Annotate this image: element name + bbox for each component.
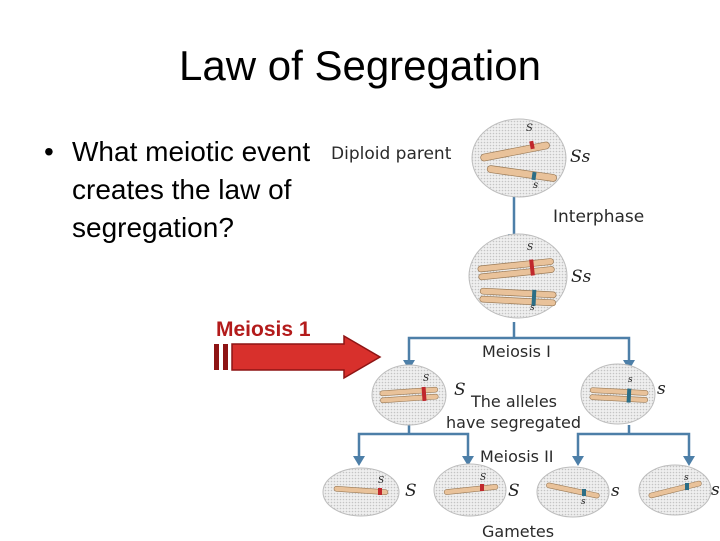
meiosis1-cell-right (580, 363, 656, 425)
stage-label-interphase: Interphase (553, 207, 645, 227)
stage-label-meiosis1: Meiosis I (482, 342, 551, 361)
answer-label: Meiosis 1 (216, 318, 311, 341)
allele-mark-gamete-4: s (684, 473, 689, 483)
stage-label-diploid-parent: Diploid parent (331, 144, 452, 164)
arrow-body (231, 334, 382, 380)
parent-cell (471, 118, 567, 198)
allele-mark-m1-right: s (628, 375, 633, 385)
question-text: What meiotic event creates the law of se… (72, 136, 311, 243)
allele-mark-gamete-3: s (581, 497, 586, 507)
allele-mark-gamete-1: S (378, 476, 385, 486)
slide-title: Law of Segregation (179, 42, 541, 89)
gamete-cell-2 (433, 463, 507, 517)
recessive-allele-band (531, 171, 537, 181)
genotype-interphase: Ss (571, 267, 592, 287)
dominant-allele-band (529, 140, 535, 150)
gamete-cell-1 (322, 467, 400, 517)
allele-mark-parent-top: S (526, 123, 533, 134)
allele-mark-m1-left: S (423, 374, 430, 384)
genotype-meiosis1-right: s (657, 379, 666, 399)
allele-mark-parent-bottom: s (533, 180, 539, 191)
genotype-gamete-3: s (611, 481, 620, 501)
bullet-marker: • (44, 136, 54, 167)
stage-label-meiosis2: Meiosis II (480, 447, 554, 466)
genotype-gamete-2: S (508, 481, 520, 501)
allele-mark-interphase-bottom: s (530, 303, 535, 313)
allele-mark-gamete-2: S (480, 473, 487, 483)
arrow-tail-stripe (214, 344, 219, 370)
allele-mark-interphase-top: S (527, 243, 534, 253)
gamete-cell-4 (638, 464, 712, 516)
stage-label-gametes: Gametes (482, 522, 555, 541)
genotype-gamete-4: s (711, 480, 720, 500)
arrow-tail-stripe (223, 344, 228, 370)
stage-label-segregated-2: have segregated (446, 413, 581, 432)
genotype-meiosis1-left: S (454, 380, 466, 400)
gamete-cell-3 (536, 466, 610, 518)
meiosis1-cell-left (371, 364, 447, 426)
interphase-cell (468, 233, 568, 319)
genotype-parent: Ss (570, 147, 591, 167)
answer-arrow-icon (214, 334, 382, 380)
genotype-gamete-1: S (405, 481, 417, 501)
connector-lines (357, 193, 691, 458)
chromosome (486, 165, 557, 182)
stage-label-segregated-1: The alleles (471, 392, 558, 411)
